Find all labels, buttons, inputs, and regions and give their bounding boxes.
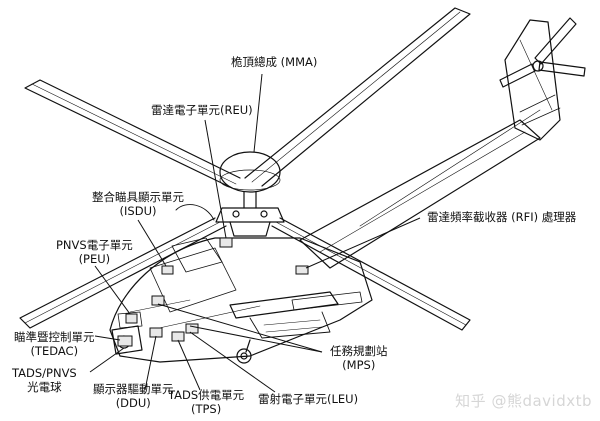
leader-line-rfi — [305, 217, 421, 269]
label-leu: 雷射電子單元(LEU) — [258, 392, 359, 406]
label-isdu-line1: 整合瞄具顯示單元 — [92, 190, 184, 204]
label-ddu-line1: 顯示器驅動單元 — [93, 382, 174, 396]
label-tads: TADS/PNVS 光電球 — [12, 366, 77, 394]
rotor-blade-left — [24, 79, 241, 189]
avionics-box-tedac — [117, 335, 133, 347]
label-peu-line1: PNVS電子單元 — [56, 238, 133, 252]
avionics-box-isdu — [161, 265, 174, 275]
label-tps-line1: TADS供電單元 — [168, 388, 245, 402]
label-mps-line1: 任務規劃站 — [330, 344, 388, 358]
label-peu: PNVS電子單元 (PEU) — [56, 238, 133, 266]
mast-mounted-radar-dome — [219, 151, 281, 209]
avionics-box-mps — [151, 295, 165, 306]
leader-line-mps-1 — [157, 303, 323, 353]
label-tedac: 瞄準暨控制單元 (TEDAC) — [14, 330, 95, 358]
leader-line-mps-2 — [189, 325, 323, 353]
leader-line-isdu — [137, 219, 167, 267]
leader-line-mma — [253, 73, 263, 153]
label-tps: TADS供電單元 (TPS) — [168, 388, 244, 416]
leader-line-leu — [189, 331, 276, 393]
label-tedac-line2: (TEDAC) — [30, 344, 79, 358]
tail-rotor — [499, 17, 586, 126]
leader-line-tps — [177, 339, 201, 391]
label-mma: 桅頂總成 (MMA) — [231, 55, 318, 69]
rotor-blade-lower-left — [19, 217, 227, 329]
label-rfi: 雷達頻率截收器 (RFI) 處理器 — [427, 210, 577, 224]
leader-line-reu — [204, 119, 227, 239]
label-ddu: 顯示器驅動單元 (DDU) — [93, 382, 174, 410]
label-tads-line2: 光電球 — [27, 380, 62, 394]
avionics-box-peu — [125, 313, 138, 324]
leader-line-peu — [94, 265, 131, 315]
avionics-box-rfi — [295, 265, 309, 275]
label-isdu: 整合瞄具顯示單元 (ISDU) — [92, 190, 184, 218]
label-mps: 任務規劃站 (MPS) — [330, 344, 388, 372]
rotor-blade-upper — [244, 7, 471, 187]
landing-gear — [236, 339, 252, 364]
avionics-box-tps — [171, 331, 185, 342]
label-ddu-line2: (DDU) — [115, 396, 151, 410]
avionics-box-reu — [219, 237, 233, 248]
watermark: 知乎 @熊davidxtb — [455, 392, 592, 410]
tail-boom — [299, 109, 541, 269]
leader-line-tedac — [94, 335, 121, 341]
leader-line-tads — [89, 347, 125, 373]
stub-wing — [229, 291, 363, 339]
label-tads-line1: TADS/PNVS — [12, 366, 77, 380]
label-tps-line2: (TPS) — [190, 402, 222, 416]
label-tedac-line1: 瞄準暨控制單元 — [14, 330, 95, 344]
label-isdu-line2: (ISDU) — [119, 204, 157, 218]
fuselage — [109, 204, 373, 363]
avionics-box-ddu — [149, 327, 163, 338]
label-peu-line2: (PEU) — [78, 252, 111, 266]
rotor-hub — [215, 207, 285, 237]
rotor-blade-right — [271, 217, 471, 331]
tail-fin — [504, 19, 561, 141]
leader-line-ddu — [144, 335, 157, 391]
label-mps-line2: (MPS) — [342, 358, 376, 372]
label-reu: 雷達電子單元(REU) — [151, 103, 253, 117]
avionics-box-leu — [185, 323, 199, 334]
